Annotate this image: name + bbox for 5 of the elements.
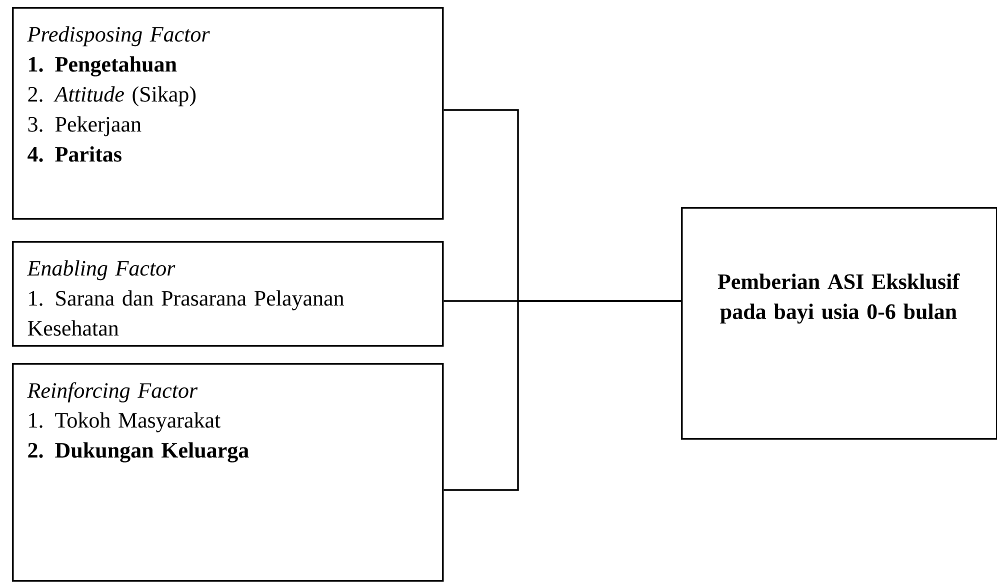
outcome-box: Pemberian ASI Eksklusif pada bayi usia 0-6 bulan [681,207,997,440]
factor-box: Enabling Factor 1. Sarana dan Prasarana Pelayanan Kesehatan [12,241,444,347]
factor-box: Predisposing Factor 1. Pengetahuan 2. Attitude (Sikap) 3. Pekerjaan 4. Paritas [12,7,444,220]
connector-line [444,300,681,491]
factor-box: Reinforcing Factor 1. Tokoh Masyarakat 2. Dukungan Keluarga [12,363,444,582]
